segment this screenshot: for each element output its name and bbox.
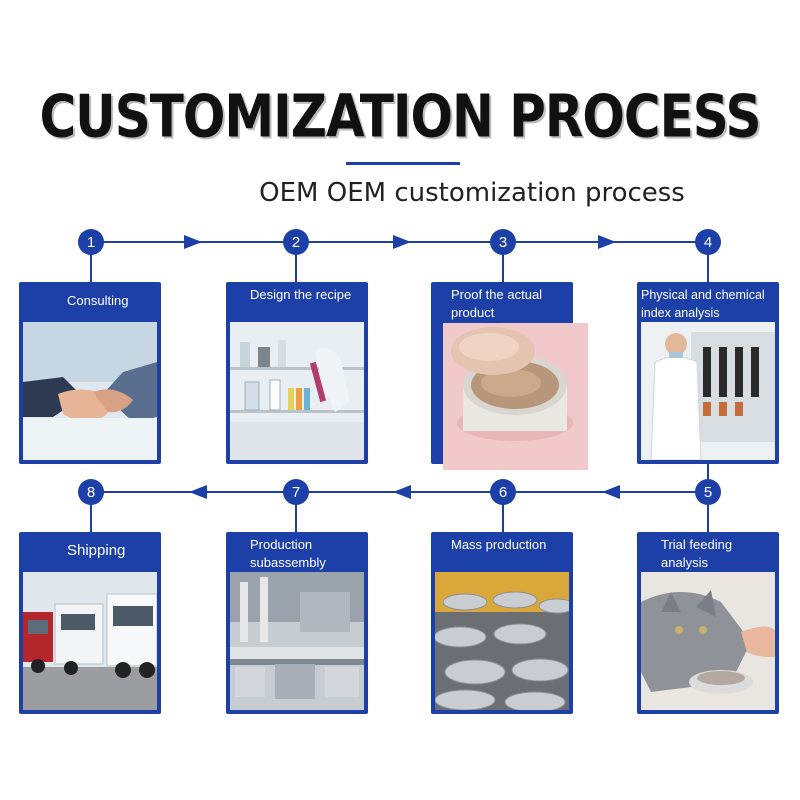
step-6-number: 6 xyxy=(490,479,516,505)
step-label: Proof the actual product xyxy=(451,287,543,320)
step-label: Trial feeding analysis xyxy=(661,537,733,570)
arrow-left-icon xyxy=(189,485,207,499)
arrow-right-icon xyxy=(184,235,202,249)
step-card-production-subassembly: Production subassembly xyxy=(226,532,368,714)
step-2-number: 2 xyxy=(283,229,309,255)
arrow-right-icon xyxy=(393,235,411,249)
step-card-shipping: Shipping xyxy=(19,532,161,714)
arrow-left-icon xyxy=(393,485,411,499)
step-card-trial-feeding: Trial feeding analysis xyxy=(637,532,779,714)
title-divider xyxy=(346,162,460,165)
step-label: Production subassembly xyxy=(250,537,326,570)
lab-beakers-image xyxy=(230,322,364,460)
lab-technician-image xyxy=(641,322,775,460)
step-5-number: 5 xyxy=(695,479,721,505)
step-card-design-recipe: Design the recipe xyxy=(226,282,368,464)
step-label: Consulting xyxy=(67,293,129,308)
step-8-number: 8 xyxy=(78,479,104,505)
filling-machine-image xyxy=(230,572,364,710)
step-label: Physical and chemical index analysis xyxy=(641,288,765,320)
trucks-image xyxy=(23,572,157,710)
step-7-number: 7 xyxy=(283,479,309,505)
pet-food-can-image xyxy=(443,323,588,470)
step-3-number: 3 xyxy=(490,229,516,255)
page-subtitle: OEM OEM customization process xyxy=(259,178,685,208)
step-card-mass-production: Mass production xyxy=(431,532,573,714)
cat-eating-image xyxy=(641,572,775,710)
cans-conveyor-image xyxy=(435,572,569,710)
page-title: CUSTOMIZATION PROCESS xyxy=(39,82,761,151)
step-label: Mass production xyxy=(451,537,547,552)
step-1-number: 1 xyxy=(78,229,104,255)
step-card-consulting: Consulting xyxy=(19,282,161,464)
step-card-index-analysis: Physical and chemical index analysis xyxy=(637,282,779,464)
arrow-right-icon xyxy=(598,235,616,249)
step-label: Design the recipe xyxy=(250,287,352,302)
arrow-left-icon xyxy=(602,485,620,499)
handshake-image xyxy=(23,322,157,460)
step-4-number: 4 xyxy=(695,229,721,255)
step-label: Shipping xyxy=(67,542,126,559)
